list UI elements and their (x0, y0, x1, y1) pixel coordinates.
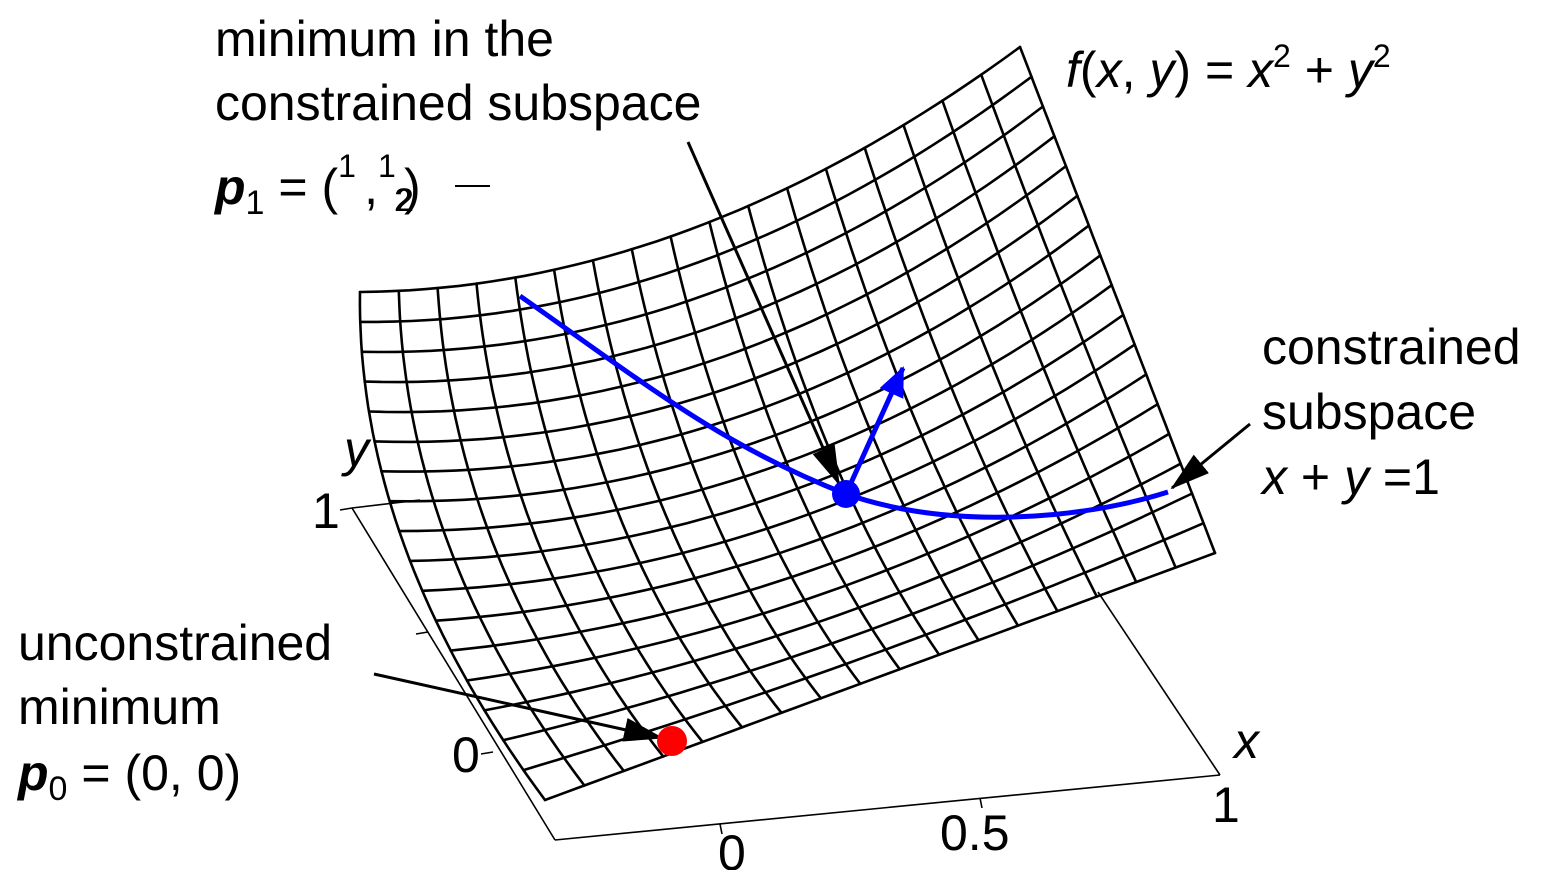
mesh-line-u-7 (630, 247, 823, 700)
mesh-line-v-7 (388, 254, 1102, 503)
mesh-line-u-1 (397, 289, 586, 787)
mesh-line-v-14 (483, 462, 1182, 712)
y-tick-label-0: 0 (452, 727, 480, 783)
y-tick-0 (480, 751, 494, 755)
y-axis-line (351, 507, 556, 841)
mesh-line-u-5 (552, 268, 744, 729)
mesh-line-v-13 (465, 432, 1171, 682)
p1-denominator-y: 2 (396, 182, 414, 218)
p0-symbol: p (18, 745, 49, 801)
p1-numerator-x: 1 (338, 148, 356, 184)
unconstrained-label-line2: minimum (18, 679, 221, 735)
gradient-arrow (843, 366, 906, 496)
constrained-min-label-line2: constrained subspace (215, 75, 702, 131)
mesh-line-u-3 (475, 282, 665, 758)
mesh-line-v-15 (501, 492, 1194, 742)
p1-close: ) (404, 159, 421, 215)
formula-comma: , (1121, 42, 1136, 98)
mesh-line-u-2 (436, 286, 626, 773)
mesh-line-v-5 (373, 194, 1079, 444)
mesh-line-v-17 (543, 551, 1217, 802)
function-formula: f(x, y) = x2 + y2 (1066, 40, 1391, 98)
subspace-pointer (1170, 422, 1251, 490)
formula-paren-close: ) (1174, 42, 1192, 98)
p1-numerator-y: 1 (378, 148, 396, 184)
mesh-line-v-11 (434, 373, 1148, 623)
y-axis-label: y (344, 421, 369, 477)
mesh-line-u-0 (358, 290, 547, 802)
subspace-label-line2: subspace (1262, 384, 1477, 440)
formula-exponent-y: 2 (1372, 38, 1391, 74)
formula-x-squared: x (1248, 42, 1274, 98)
back-right-edge (1097, 591, 1221, 776)
p1-comma: , (364, 159, 379, 215)
subspace-equation: x + y =1 (1262, 452, 1440, 502)
mesh-line-u-12 (824, 167, 1020, 627)
mesh-line-u-8 (669, 235, 862, 686)
mesh-line-v-4 (367, 164, 1068, 414)
subspace-eq-rhs: =1 (1368, 449, 1440, 505)
p0-subscript: 0 (48, 770, 68, 808)
mesh-line-v-16 (522, 521, 1205, 772)
mesh-line-u-13 (863, 146, 1059, 613)
y-tick-mid (415, 631, 429, 635)
subspace-eq-plus: + (1287, 449, 1344, 505)
x-tick-label-1: 1 (1212, 777, 1240, 833)
formula-equals: = (1204, 42, 1235, 98)
formula-exponent-x: 2 (1273, 38, 1291, 74)
subspace-eq-x: x (1262, 449, 1287, 505)
p0-expression: p0 = (0, 0) (18, 745, 242, 806)
y-tick-label-1: 1 (312, 483, 340, 539)
p0-value: = (0, 0) (67, 745, 242, 801)
x-axis-label: x (1234, 713, 1259, 769)
x-tick-0 (719, 823, 723, 835)
p1-subscript: 1 (245, 184, 265, 222)
mesh-line-v-3 (363, 135, 1056, 384)
mesh-line-v-10 (420, 343, 1136, 593)
mesh-line-v-6 (380, 224, 1091, 473)
x-axis-line (554, 774, 1221, 841)
formula-y: y (1149, 42, 1175, 98)
mesh-line-u-11 (785, 187, 980, 642)
mesh-line-v-12 (449, 402, 1159, 652)
subspace-eq-y: y (1343, 449, 1369, 505)
mesh-line-v-1 (358, 75, 1033, 324)
mesh-line-u-6 (591, 258, 783, 715)
subspace-label-line1: constrained (1262, 319, 1521, 375)
formula-y-squared: y (1347, 42, 1373, 98)
p1-symbol: p (215, 159, 246, 215)
unconstrained-min-pointer (373, 672, 664, 742)
x-tick-label-05: 0.5 (940, 805, 1010, 861)
mesh-line-v-9 (408, 313, 1125, 563)
axes-box (339, 499, 1221, 841)
p1-equals: = ( (278, 159, 339, 215)
mesh-line-u-9 (708, 220, 902, 671)
constrained-min-point (832, 480, 860, 508)
p1-denominator-x: 2 (394, 182, 412, 218)
x-tick-label-0: 0 (718, 825, 746, 870)
mesh-line-u-4 (513, 276, 704, 744)
constrained-min-pointer (686, 141, 841, 486)
mesh-line-v-8 (397, 283, 1114, 533)
formula-paren-open: ( (1079, 42, 1097, 98)
formula-f: f (1066, 42, 1080, 98)
mesh-line-u-14 (902, 123, 1099, 598)
unconstrained-min-point (657, 726, 687, 756)
x-tick-05 (979, 797, 983, 809)
y-tick-1 (339, 507, 353, 511)
surface-mesh (358, 45, 1217, 802)
mesh-line-v-0 (358, 45, 1022, 294)
formula-plus: + (1304, 42, 1334, 98)
constrained-min-label-line1: minimum in the (215, 11, 554, 67)
mesh-line-v-2 (360, 105, 1045, 354)
unconstrained-label-line1: unconstrained (18, 615, 333, 671)
formula-x: x (1096, 42, 1122, 98)
mesh-line-u-16 (979, 73, 1177, 569)
